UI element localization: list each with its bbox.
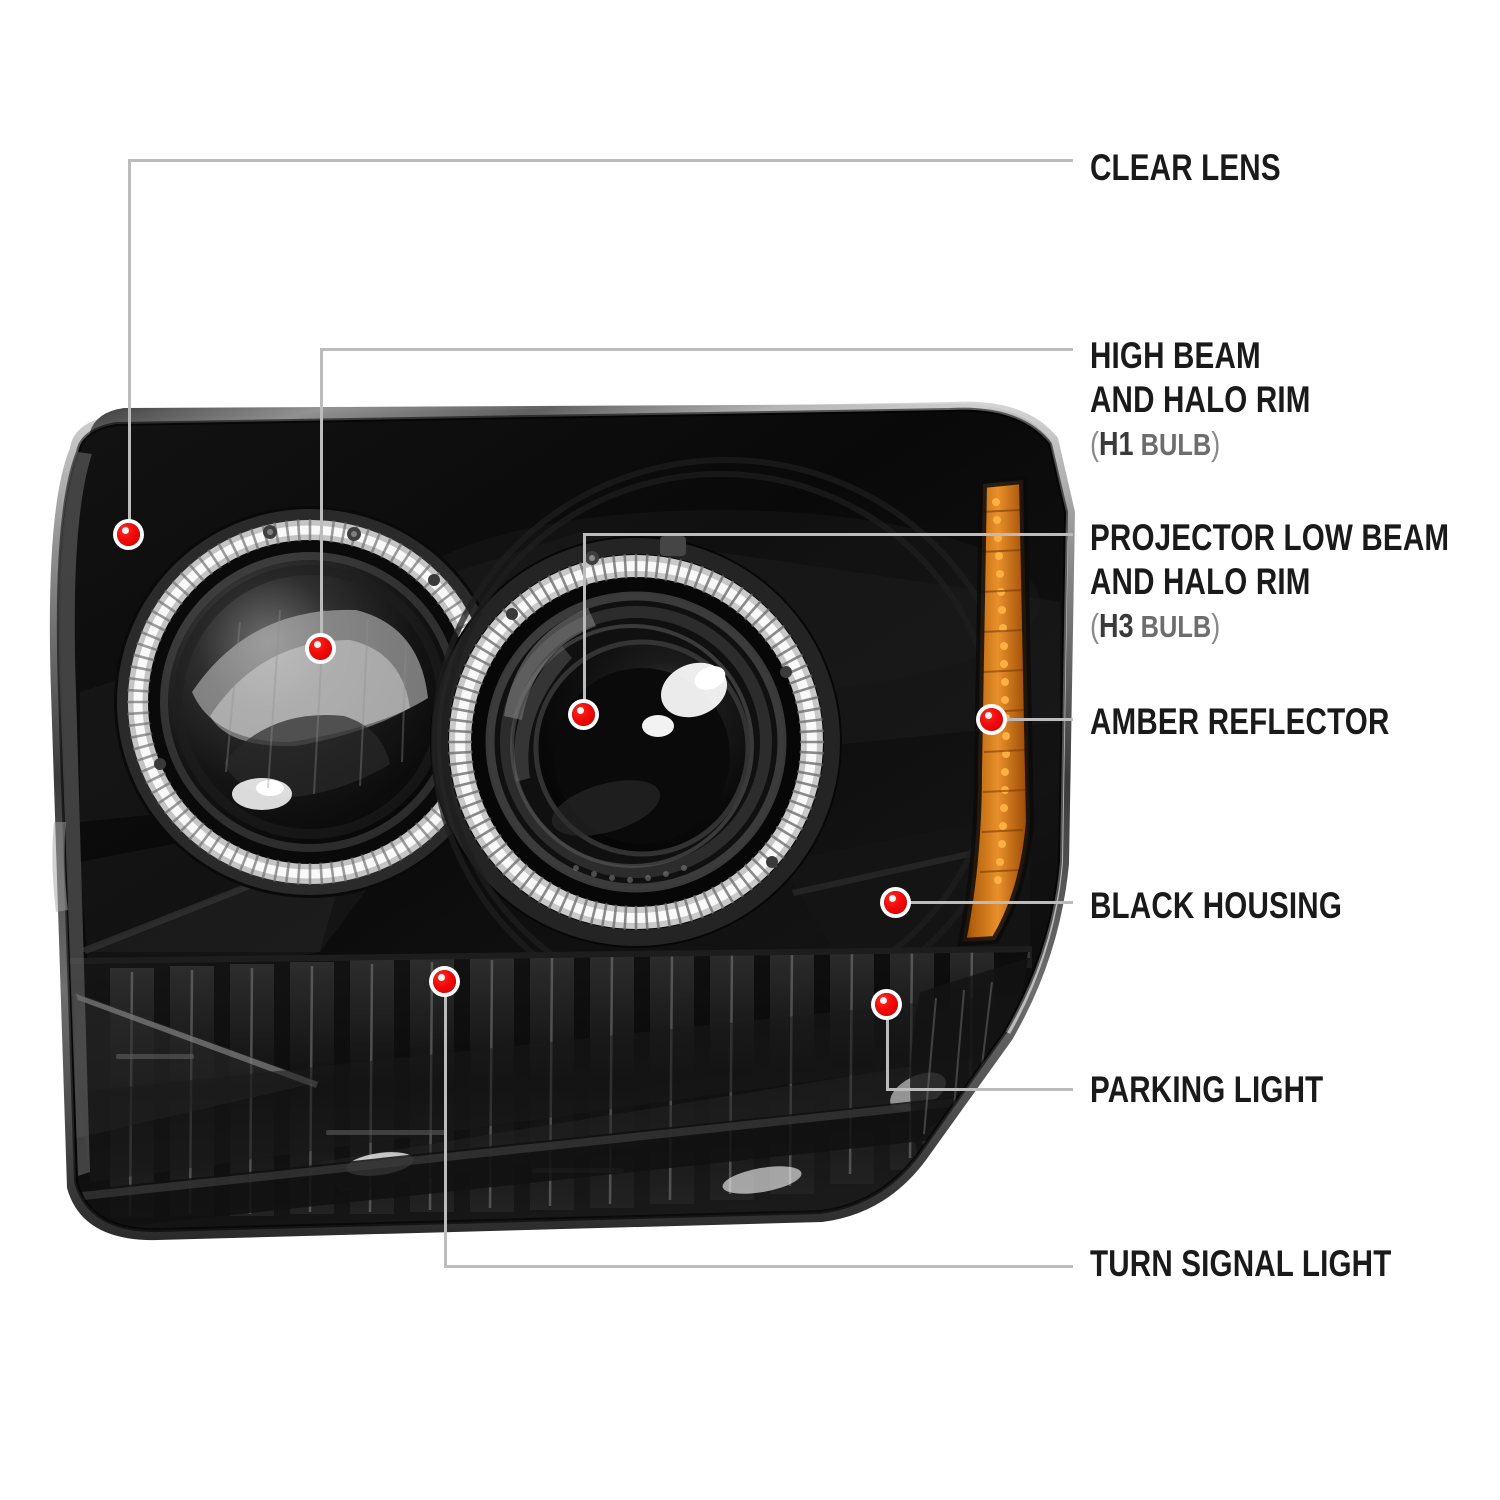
leader-line-parking-light-horizontal xyxy=(886,1088,1073,1091)
paren-open: ( xyxy=(1090,607,1100,644)
callout-high-beam-and-halo-rim: HIGH BEAM AND HALO RIM (H1 BULB) xyxy=(1090,334,1366,465)
callout-clear-lens: CLEAR LENS xyxy=(1090,146,1328,190)
callout-parking-light: PARKING LIGHT xyxy=(1090,1068,1382,1112)
callout-black-housing: BLACK HOUSING xyxy=(1090,884,1405,928)
marker-amber-reflector[interactable] xyxy=(980,708,1003,731)
leader-line-high-beam-vertical xyxy=(320,348,323,651)
paren-open: ( xyxy=(1090,425,1100,462)
paren-close: ) xyxy=(1211,425,1221,462)
paren-close: ) xyxy=(1211,607,1221,644)
leader-line-projector-vertical xyxy=(583,533,586,717)
callout-amber-reflector: AMBER REFLECTOR xyxy=(1090,700,1464,744)
leader-line-parking-light-vertical xyxy=(886,1004,889,1090)
marker-turn-signal-light[interactable] xyxy=(433,970,456,993)
leader-line-clear-lens-horizontal xyxy=(128,159,1073,162)
callout-label-line: CLEAR LENS xyxy=(1090,147,1281,188)
marker-black-housing[interactable] xyxy=(884,891,907,914)
marker-projector-low-beam[interactable] xyxy=(572,703,595,726)
callout-label-line: PROJECTOR LOW BEAM xyxy=(1090,517,1450,558)
marker-high-beam[interactable] xyxy=(309,637,332,660)
leader-line-turn-signal-horizontal xyxy=(444,1265,1073,1268)
leader-line-turn-signal-vertical xyxy=(444,981,447,1268)
leader-line-clear-lens-vertical xyxy=(128,159,131,537)
callout-label-line: AND HALO RIM xyxy=(1090,561,1311,602)
marker-parking-light[interactable] xyxy=(875,993,898,1016)
callout-label-line: AMBER REFLECTOR xyxy=(1090,701,1390,742)
callout-turn-signal-light: TURN SIGNAL LIGHT xyxy=(1090,1242,1467,1286)
leader-line-high-beam-horizontal xyxy=(320,348,1073,351)
leader-line-projector-horizontal xyxy=(583,533,1073,536)
bulb-word: BULB xyxy=(1140,427,1212,462)
callout-label-line: BLACK HOUSING xyxy=(1090,885,1343,926)
callout-label-line: PARKING LIGHT xyxy=(1090,1069,1324,1110)
bulb-code: H1 xyxy=(1099,425,1134,462)
callout-projector-low-beam-and-halo-rim: PROJECTOR LOW BEAM AND HALO RIM (H3 BULB… xyxy=(1090,516,1500,647)
callout-label-line: TURN SIGNAL LIGHT xyxy=(1090,1243,1392,1284)
callout-bulb-spec: (H1 BULB) xyxy=(1090,424,1316,465)
leader-line-black-housing xyxy=(895,901,1073,904)
callout-label-line: HIGH BEAM xyxy=(1090,335,1261,376)
leader-line-amber-reflector xyxy=(991,718,1073,721)
marker-clear-lens[interactable] xyxy=(117,523,140,546)
bulb-word: BULB xyxy=(1140,609,1212,644)
headlight-assembly-image xyxy=(20,392,1075,1242)
callout-label-line: AND HALO RIM xyxy=(1090,379,1311,420)
callout-bulb-spec: (H3 BULB) xyxy=(1090,606,1458,647)
bulb-code: H3 xyxy=(1099,607,1134,644)
